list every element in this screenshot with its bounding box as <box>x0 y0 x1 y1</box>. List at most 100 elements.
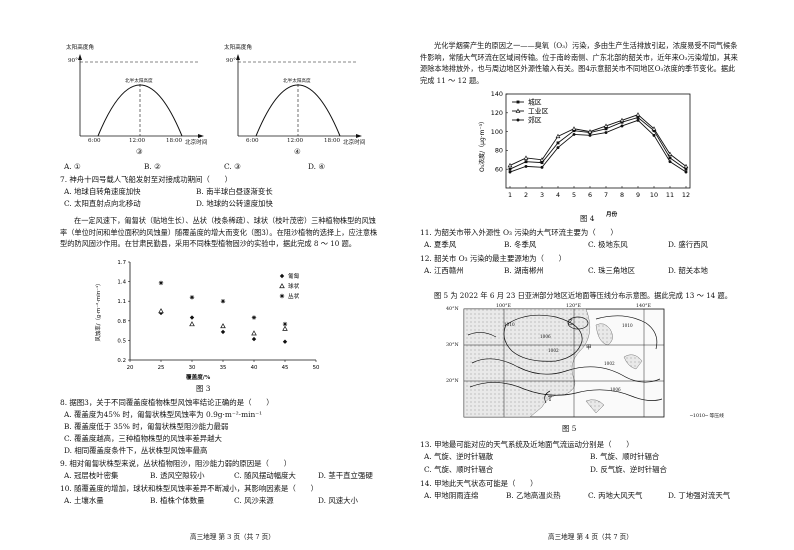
fig3-x-tick-label: 40 <box>251 365 258 371</box>
fig4-point-郊区 <box>524 164 528 168</box>
q12-option-d[interactable]: D. 韶关本地 <box>668 266 708 275</box>
fig4-x-tick-label: 4 <box>556 191 560 199</box>
fig4-point-城区 <box>508 167 512 171</box>
fig3-point-球状 <box>251 330 257 336</box>
q7-option-d[interactable]: D. 地球的公转速度加快 <box>196 199 273 208</box>
q11-option-a[interactable]: A. 夏季风 <box>424 240 457 249</box>
q8-option-c[interactable]: C. 覆盖度越高，三种植物株型的风蚀率差异越大 <box>64 434 222 443</box>
sun-chart-3-peak-label: 北半太阳高度 <box>125 79 153 84</box>
q14-option-c[interactable]: C. 丙地大风天气 <box>588 491 643 500</box>
q11-option-d[interactable]: D. 盛行西风 <box>668 240 708 249</box>
fig4-point-郊区 <box>620 124 624 128</box>
q10-option-a[interactable]: A. 土壤水量 <box>64 496 104 505</box>
fig3-legend-label-匍匐: 匍匐 <box>288 272 300 280</box>
fig4-point-城区 <box>572 129 576 133</box>
q12-option-a[interactable]: A. 江西赣州 <box>424 266 464 275</box>
fig4-x-tick-label: 6 <box>588 191 592 199</box>
q10-option-d[interactable]: D. 风速大小 <box>318 496 358 505</box>
q12-option-b[interactable]: B. 湖南郴州 <box>504 266 544 275</box>
fig4-legend-label-郊区: 郊区 <box>528 115 542 124</box>
q6-option-b[interactable]: B. ② <box>144 162 161 171</box>
fig3-x-tick-label: 20 <box>127 365 134 371</box>
fig4-x-tick-label: 12 <box>682 191 690 199</box>
q7-stem: 7. 神舟十四号载人飞船发射至对接成功期间（ ） <box>60 175 232 184</box>
fig4-line-工业区 <box>509 114 687 167</box>
fig5-isobar-5: 1006 <box>610 387 621 392</box>
q10-stem: 10. 随覆盖度的增加，球状和株型风蚀率差异不断减小，其影响因素是（ ） <box>60 484 318 493</box>
fig3-point-匍匐 <box>282 339 288 344</box>
q13-option-b[interactable]: B. 气旋、顺时针辐合 <box>590 452 660 461</box>
q6-option-c[interactable]: C. ③ <box>224 162 241 171</box>
fig4-x-tick-label: 2 <box>524 191 528 199</box>
q7-option-b[interactable]: B. 南半球白昼逐渐变长 <box>196 187 273 196</box>
sun-chart-3-tick-18: 18:00 <box>166 138 183 144</box>
fig3-y-tick-label: 1.1 <box>117 299 126 305</box>
q13-option-d[interactable]: D. 反气旋、逆时针辐合 <box>590 465 667 474</box>
fig3-point-匍匐 <box>251 336 257 342</box>
q8-option-b[interactable]: B. 覆盖度低于 35% 时，匍匐状株型阻沙能力最弱 <box>64 422 229 431</box>
fig4-point-工业区 <box>507 162 513 168</box>
q14-option-a[interactable]: A. 甲地阴雨连绵 <box>424 491 479 500</box>
fig4-point-工业区 <box>683 163 689 169</box>
fig3-point-丛状 <box>220 299 226 304</box>
q11-option-c[interactable]: C. 极地东风 <box>588 240 628 249</box>
fig4-caption: 图 4 <box>580 214 595 223</box>
fig4-y-tick-label: 120 <box>491 109 503 117</box>
q14-option-d[interactable]: D. 丁地强对流天气 <box>668 491 731 500</box>
fig4-frame <box>505 93 691 189</box>
fig4-point-郊区 <box>540 165 544 169</box>
q6-option-a[interactable]: A. ① <box>64 162 81 171</box>
fig3-point-匍匐 <box>220 329 226 335</box>
sun-altitude-chart-4 <box>236 54 362 138</box>
sun-chart-4-tick-18: 18:00 <box>324 138 341 144</box>
fig4-point-郊区 <box>684 170 688 174</box>
q12-stem: 12. 韶关市 O₃ 污染的最主要源地为（ ） <box>420 254 567 263</box>
q14-stem: 14. 甲地此天气状态可能是（ ） <box>420 479 538 488</box>
q10-option-c[interactable]: C. 风沙来源 <box>234 496 274 505</box>
fig4-point-郊区 <box>588 133 592 137</box>
fig5-isobar-2: 1006 <box>540 334 551 339</box>
fig4-legend-marker-城区 <box>516 100 520 104</box>
q9-option-b[interactable]: B. 透风空隙较小 <box>150 471 205 480</box>
fig4-point-郊区 <box>556 146 560 150</box>
fig3-x-tick-label: 35 <box>220 365 227 371</box>
sun-chart-3-xlabel: 北京时间 <box>185 140 208 146</box>
fig3-x-tick-label: 45 <box>282 365 289 371</box>
fig4-point-工业区 <box>523 155 529 160</box>
q7-option-a[interactable]: A. 地球自转角速度加快 <box>64 187 141 196</box>
fig3-y-tick-label: 1.4 <box>117 280 126 286</box>
fig4-point-城区 <box>652 129 656 133</box>
q7-option-c[interactable]: C. 太阳直射点向北移动 <box>64 199 141 208</box>
q9-option-a[interactable]: A. 冠层枝叶密集 <box>64 471 119 480</box>
q8-option-d[interactable]: D. 相同覆盖度条件下，丛状株型风蚀率最高 <box>64 446 208 455</box>
q12-option-c[interactable]: C. 珠三角地区 <box>588 266 636 275</box>
q6-option-d[interactable]: D. ④ <box>308 162 325 171</box>
fig4-x-tick-label: 5 <box>572 191 576 199</box>
fig3-point-球状 <box>220 323 226 329</box>
fig4-point-城区 <box>524 160 528 164</box>
fig3-point-球状 <box>282 325 288 331</box>
fig4-y-tick-label: 80 <box>495 147 503 155</box>
q14-option-b[interactable]: B. 乙地高温炎热 <box>506 491 561 500</box>
fig4-point-工业区 <box>667 151 673 156</box>
q9-option-d[interactable]: D. 茎干直立强硬 <box>318 471 373 480</box>
q11-option-b[interactable]: B. 冬季风 <box>504 240 537 249</box>
fig5-lon100: 100°E <box>496 304 512 309</box>
q9-option-c[interactable]: C. 随风摆动幅度大 <box>234 471 296 480</box>
fig3-legend-label-丛状: 丛状 <box>288 292 300 300</box>
q13-option-c[interactable]: C. 气旋、顺时针辐合 <box>424 465 494 474</box>
q10-option-b[interactable]: B. 植株个体数量 <box>150 496 205 505</box>
fig4-point-郊区 <box>668 160 672 164</box>
sun-chart-4-peak-label: 北半太阳高度 <box>283 79 311 84</box>
fig3-caption: 图 3 <box>196 384 211 393</box>
fig3-y-tick-label: 0.2 <box>117 358 126 364</box>
fig4-point-工业区 <box>619 117 625 123</box>
sun-chart-4-ylabel: 太阳高度角 <box>224 45 252 51</box>
fig4-point-城区 <box>620 120 624 124</box>
fig4-point-工业区 <box>651 126 657 131</box>
q11-stem: 11. 为韶关市带入外源性 O₃ 污染的大气环流主要为（ ） <box>420 228 618 237</box>
q8-option-a[interactable]: A. 覆盖度为45% 时，匍匐状株型风蚀率为 0.9g·m⁻²·min⁻¹ <box>64 410 263 419</box>
fig4-x-tick-label: 9 <box>636 191 640 199</box>
fig3-point-丛状 <box>251 315 257 320</box>
q13-option-a[interactable]: A. 气旋、逆时针辐散 <box>424 452 494 461</box>
